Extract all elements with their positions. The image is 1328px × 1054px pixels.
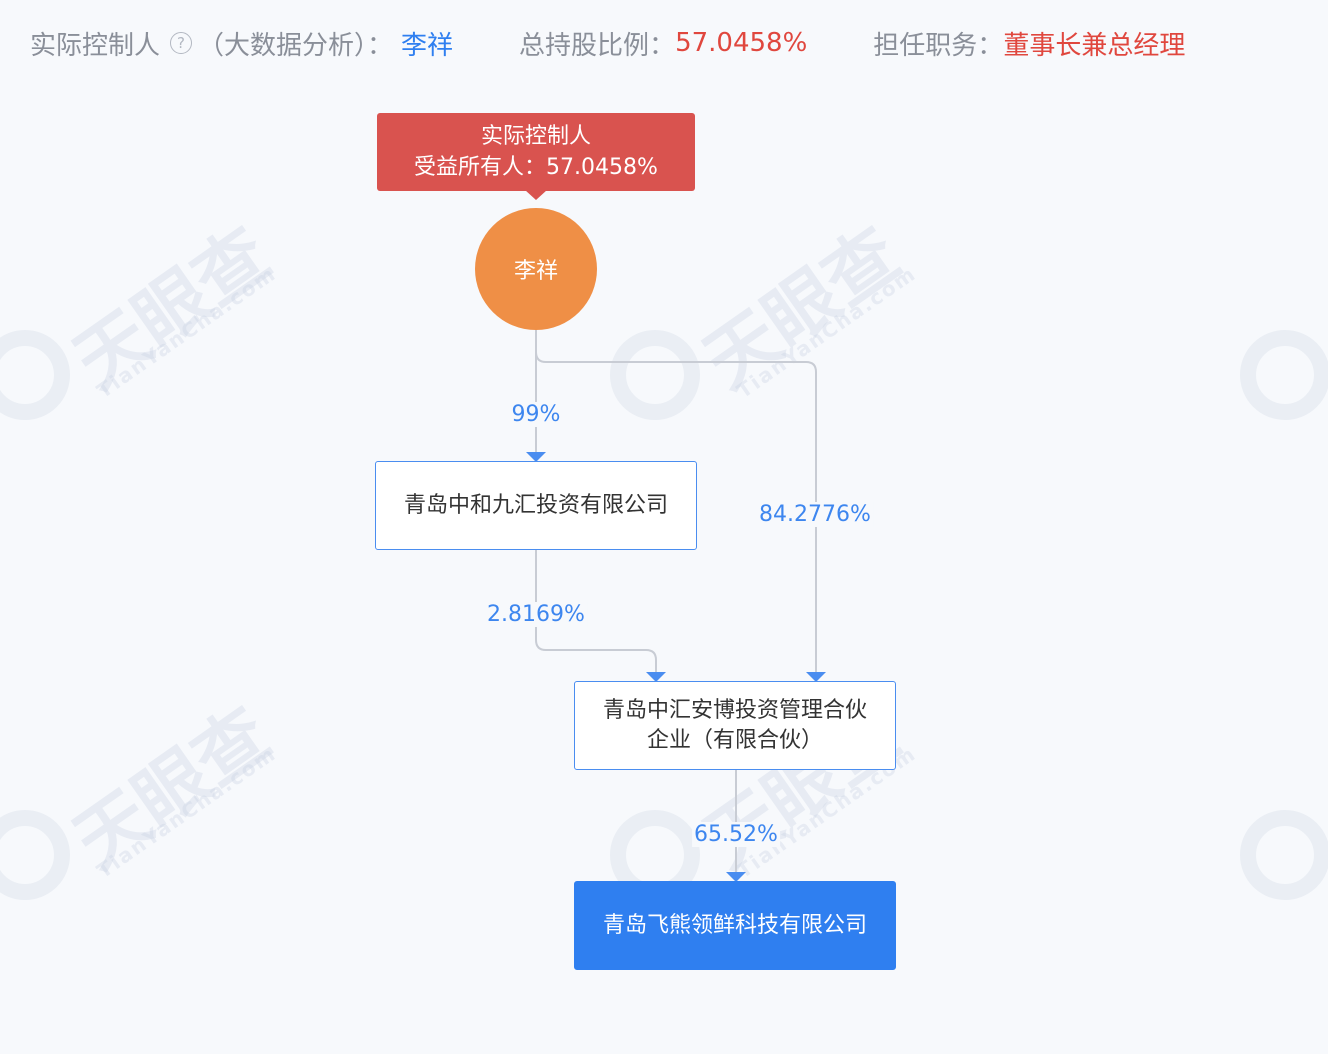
position-segment: 担任职务： 董事长兼总经理 [873, 25, 1185, 62]
badge-title: 实际控制人 [480, 124, 591, 149]
arrow-to-company-b-left [646, 672, 666, 682]
arrow-to-target [726, 872, 746, 882]
edge-label-a-to-b: 2.8169% [485, 602, 587, 627]
company-name-line1: 青岛中汇安博投资管理合伙 [602, 697, 867, 723]
arrow-to-company-b-right [806, 672, 826, 682]
edge-label-person-to-b: 84.2776% [757, 502, 873, 527]
controller-name-link[interactable]: 李祥 [401, 30, 454, 61]
position-value: 董事长兼总经理 [1003, 30, 1186, 61]
company-name-line2: 企业（有限合伙） [646, 727, 823, 753]
controller-segment: 实际控制人 ? （大数据分析）： 李祥 [30, 25, 453, 62]
target-company-node[interactable]: 青岛飞熊领鲜科技有限公司 [574, 881, 896, 970]
company-name: 青岛中和九汇投资有限公司 [403, 492, 668, 518]
analysis-label: （大数据分析）： [198, 30, 394, 61]
controller-label: 实际控制人 [30, 30, 161, 61]
edge-label-b-to-target: 65.52% [692, 822, 780, 847]
arrow-to-company-a [526, 452, 546, 462]
edge-company-a-to-company-b [535, 549, 657, 672]
ratio-segment: 总持股比例： 57.0458% [519, 25, 807, 62]
badge-beneficial-owner: 受益所有人：57.0458% [414, 155, 658, 180]
company-node-zhonghui-anbo[interactable]: 青岛中汇安博投资管理合伙 企业（有限合伙） [574, 681, 896, 770]
controller-badge: 实际控制人 受益所有人：57.0458% [377, 113, 695, 191]
edge-person-to-company-b [535, 330, 817, 672]
company-node-zhonghe-jiuhui[interactable]: 青岛中和九汇投资有限公司 [375, 461, 697, 550]
help-icon[interactable]: ? [170, 32, 193, 54]
badge-pointer [525, 190, 547, 200]
ratio-value: 57.0458% [675, 28, 808, 58]
ratio-label: 总持股比例： [519, 30, 676, 61]
person-node[interactable]: 李祥 [475, 208, 597, 330]
target-company-name: 青岛飞熊领鲜科技有限公司 [602, 912, 867, 938]
position-label: 担任职务： [873, 30, 1004, 61]
edge-label-person-to-a: 99% [509, 402, 563, 427]
person-name: 李祥 [513, 259, 558, 284]
controller-summary-bar: 实际控制人 ? （大数据分析）： 李祥 总持股比例： 57.0458% 担任职务… [0, 0, 1328, 86]
